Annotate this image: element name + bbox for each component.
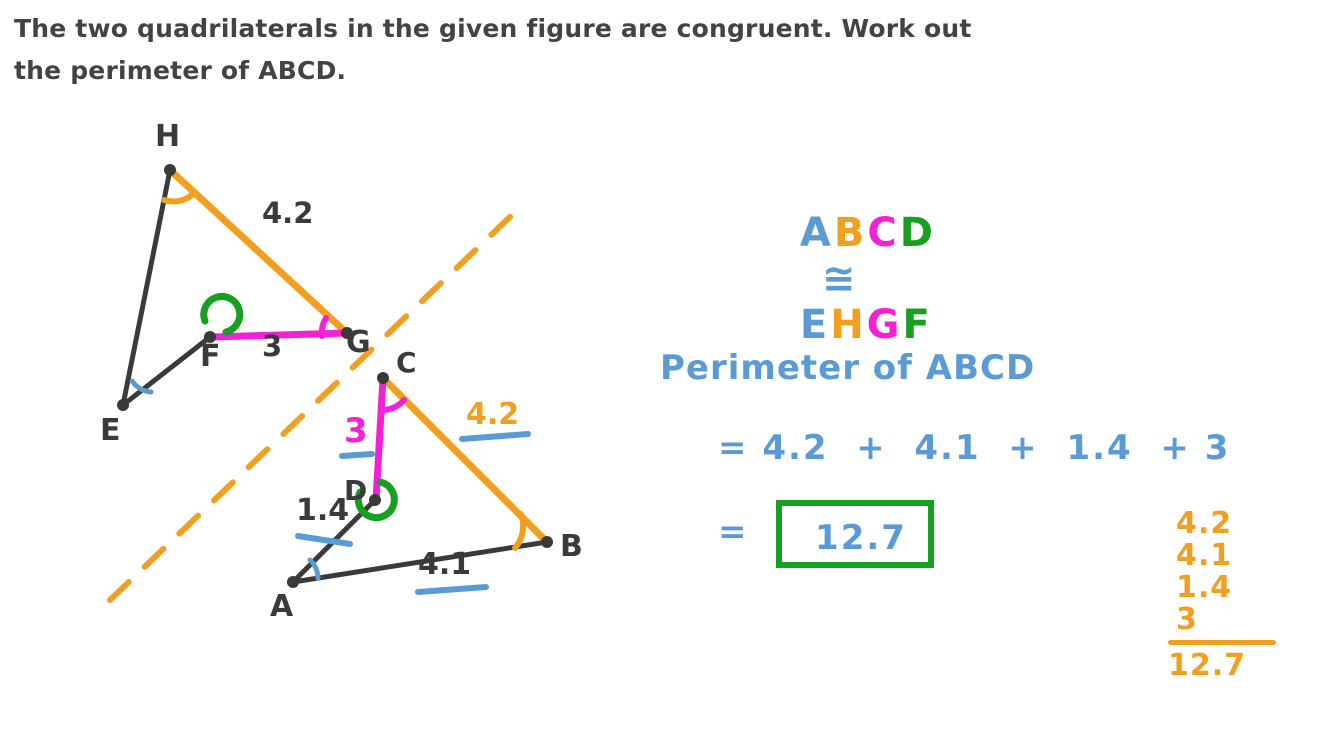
angle-arc-h-orange bbox=[161, 192, 195, 205]
side-label-cd: 3 bbox=[344, 411, 368, 451]
vertex-g-dot bbox=[341, 327, 353, 339]
angle-arc-a-blue bbox=[307, 557, 321, 581]
vertex-label-g: G bbox=[346, 325, 371, 360]
column-addend-3: 1.4 bbox=[1176, 570, 1233, 605]
side-label-da: 1.4 bbox=[296, 493, 349, 528]
angle-arc-c-magenta bbox=[381, 397, 407, 413]
underline-da bbox=[295, 533, 353, 547]
answer-equals-sign: = bbox=[718, 512, 747, 552]
vertex-f-dot bbox=[204, 331, 216, 343]
vertex-label-d: D bbox=[344, 474, 367, 507]
vertex-d-dot bbox=[369, 494, 381, 506]
angle-arc-e-blue bbox=[129, 378, 154, 395]
congruence-letter-g: G bbox=[866, 302, 903, 348]
angle-arc-d-green-reflex bbox=[354, 478, 398, 522]
side-label-bc: 4.2 bbox=[466, 397, 519, 432]
geometry-figure: .ink { stroke: #3a3a3a; stroke-width: 5;… bbox=[0, 100, 660, 660]
question-line-2: the perimeter of ABCD. bbox=[14, 56, 347, 85]
segment-fe bbox=[120, 334, 213, 408]
congruence-letter-f: F bbox=[902, 302, 933, 348]
question-line-1: The two quadrilaterals in the given figu… bbox=[14, 14, 972, 43]
underline-ab bbox=[415, 584, 489, 595]
congruence-letter-d: D bbox=[899, 210, 936, 256]
segment-eh bbox=[120, 167, 173, 408]
vertex-b-dot bbox=[541, 536, 553, 548]
column-addend-4: 3 bbox=[1176, 602, 1198, 637]
side-label-hg: 4.2 bbox=[262, 196, 313, 230]
shape-abcd: A B C D 4.2 4.1 1.4 3 bbox=[270, 346, 583, 624]
congruence-statement: ABCD ≅ EHGF bbox=[766, 164, 936, 348]
vertex-label-b: B bbox=[560, 529, 583, 564]
side-label-gf: 3 bbox=[262, 329, 282, 363]
column-total: 12.7 bbox=[1168, 648, 1247, 683]
congruence-letter-h: H bbox=[830, 302, 867, 348]
underline-cd bbox=[339, 451, 375, 459]
mirror-line-dashed bbox=[107, 212, 515, 603]
segment-hg-orange bbox=[166, 166, 354, 340]
segment-cd-magenta bbox=[372, 374, 387, 504]
angle-arc-b-orange bbox=[512, 511, 527, 551]
answer-value: 12.7 bbox=[815, 518, 907, 558]
vertex-label-h: H bbox=[155, 119, 180, 154]
answer-box: 12.7 bbox=[776, 500, 934, 568]
segment-ab bbox=[290, 539, 550, 585]
perimeter-title: Perimeter of ABCD bbox=[660, 348, 1036, 388]
vertex-label-e: E bbox=[100, 413, 121, 448]
vertex-c-dot bbox=[377, 372, 389, 384]
congruence-letter-e: E bbox=[799, 302, 831, 348]
angle-arc-g-magenta bbox=[318, 315, 329, 339]
congruence-letter-c: C bbox=[867, 210, 900, 256]
vertex-h-dot bbox=[164, 164, 176, 176]
column-rule-line bbox=[1168, 640, 1276, 645]
vertex-label-f: F bbox=[200, 339, 221, 374]
congruence-letter-a: A bbox=[799, 210, 834, 256]
shape-ehgf: H E G F 4.2 3 bbox=[100, 119, 371, 448]
congruence-symbol: ≅ bbox=[821, 256, 859, 302]
column-addition: 4.2 4.1 1.4 3 12.7 bbox=[1168, 508, 1298, 683]
vertex-label-a: A bbox=[270, 589, 294, 624]
side-label-ab: 4.1 bbox=[418, 547, 471, 582]
column-addend-2: 4.1 bbox=[1176, 538, 1233, 573]
perimeter-sum-line: = 4.2 + 4.1 + 1.4 + 3 bbox=[718, 428, 1231, 468]
vertex-e-dot bbox=[117, 399, 129, 411]
question-text: The two quadrilaterals in the given figu… bbox=[14, 8, 1314, 92]
vertex-label-c: C bbox=[396, 346, 417, 379]
vertex-a-dot bbox=[287, 576, 299, 588]
underline-bc bbox=[459, 431, 531, 442]
angle-arc-f-green-reflex bbox=[200, 293, 244, 336]
column-addend-1: 4.2 bbox=[1176, 506, 1233, 541]
congruence-letter-b: B bbox=[833, 210, 868, 256]
